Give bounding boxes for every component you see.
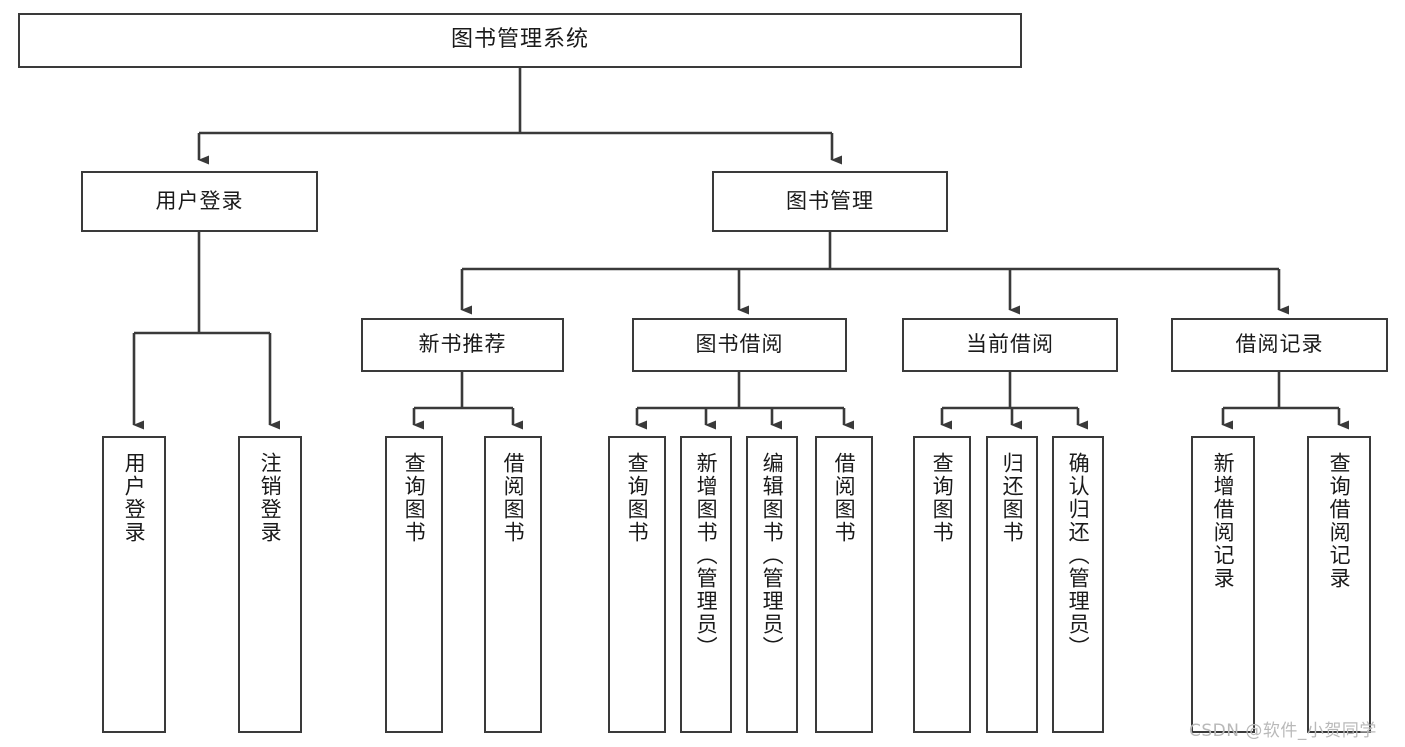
leaf-borrow-book-recommend[interactable]: 借阅图书	[484, 436, 542, 733]
node-current-borrow[interactable]: 当前借阅	[902, 318, 1118, 372]
leaf-edit-book-admin-label: 编辑图书（管理员）	[760, 452, 785, 659]
leaf-query-book-recommend-label: 查询图书	[402, 452, 427, 544]
leaf-logout-login[interactable]: 注销登录	[238, 436, 302, 733]
node-book-management-label: 图书管理	[786, 188, 874, 213]
node-new-book-recommend-label: 新书推荐	[418, 332, 507, 357]
node-user-login-label: 用户登录	[155, 188, 244, 213]
leaf-user-login[interactable]: 用户登录	[102, 436, 166, 733]
leaf-borrow-book-recommend-label: 借阅图书	[501, 452, 526, 544]
node-new-book-recommend[interactable]: 新书推荐	[361, 318, 564, 372]
node-root[interactable]: 图书管理系统	[18, 13, 1022, 68]
leaf-return-book-label: 归还图书	[1000, 452, 1025, 544]
leaf-logout-login-label: 注销登录	[258, 452, 283, 544]
leaf-query-book-current[interactable]: 查询图书	[913, 436, 971, 733]
leaf-add-borrow-record[interactable]: 新增借阅记录	[1191, 436, 1255, 733]
node-user-login[interactable]: 用户登录	[81, 171, 318, 232]
leaf-confirm-return-admin[interactable]: 确认归还（管理员）	[1052, 436, 1104, 733]
leaf-query-book-borrow-label: 查询图书	[625, 452, 650, 544]
node-borrow-record[interactable]: 借阅记录	[1171, 318, 1388, 372]
node-book-management[interactable]: 图书管理	[712, 171, 948, 232]
watermark: CSDN @软件_小贺同学	[1189, 721, 1377, 741]
leaf-confirm-return-admin-label: 确认归还（管理员）	[1066, 452, 1091, 659]
leaf-add-borrow-record-label: 新增借阅记录	[1211, 452, 1236, 590]
leaf-return-book[interactable]: 归还图书	[986, 436, 1038, 733]
node-current-borrow-label: 当前借阅	[966, 332, 1054, 357]
leaf-edit-book-admin[interactable]: 编辑图书（管理员）	[746, 436, 798, 733]
node-book-borrow-label: 图书借阅	[695, 332, 784, 357]
leaf-borrow-book-label: 借阅图书	[832, 452, 857, 544]
leaf-query-borrow-record-label: 查询借阅记录	[1327, 452, 1352, 590]
leaf-user-login-label: 用户登录	[122, 452, 147, 544]
leaf-borrow-book[interactable]: 借阅图书	[815, 436, 873, 733]
leaf-query-book-recommend[interactable]: 查询图书	[385, 436, 443, 733]
leaf-add-book-admin-label: 新增图书（管理员）	[694, 452, 719, 659]
node-borrow-record-label: 借阅记录	[1235, 332, 1324, 357]
leaf-query-book-current-label: 查询图书	[930, 452, 955, 544]
leaf-query-borrow-record[interactable]: 查询借阅记录	[1307, 436, 1371, 733]
node-root-label: 图书管理系统	[450, 27, 589, 53]
node-book-borrow[interactable]: 图书借阅	[632, 318, 847, 372]
leaf-add-book-admin[interactable]: 新增图书（管理员）	[680, 436, 732, 733]
leaf-query-book-borrow[interactable]: 查询图书	[608, 436, 666, 733]
